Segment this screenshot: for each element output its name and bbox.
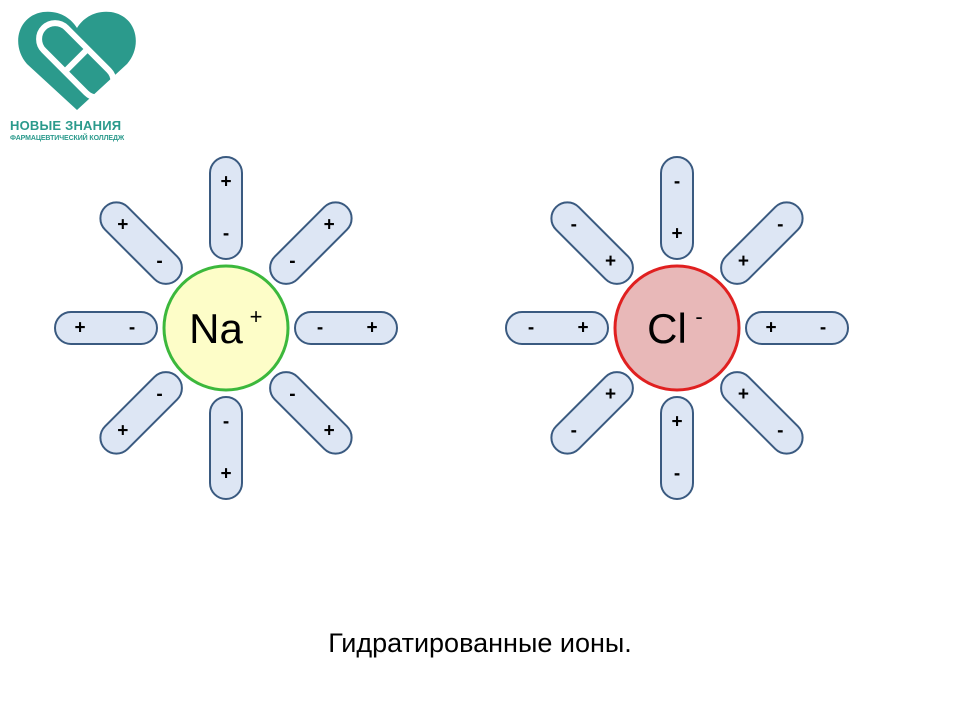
logo-subtitle: ФАРМАЦЕВТИЧЕСКИЙ КОЛЛЕДЖ <box>10 135 125 142</box>
caption: Гидратированные ионы. <box>328 628 632 658</box>
logo: НОВЫЕ ЗНАНИЯ ФАРМАЦЕВТИЧЕСКИЙ КОЛЛЕДЖ <box>10 6 145 146</box>
pill-heart-icon <box>18 11 136 111</box>
dipole-body <box>99 371 183 455</box>
dipole-far-sign: - <box>674 464 680 485</box>
sodium-ion-group: -+-+-+-+-+-+-+-+Na+ <box>54 156 398 500</box>
dipole-far-sign: + <box>117 214 128 235</box>
water-dipole: +- <box>720 201 804 285</box>
dipole-far-sign: - <box>820 318 826 339</box>
water-dipole: -+ <box>269 371 353 455</box>
dipole-far-sign: + <box>220 464 231 485</box>
ion-charge: + <box>250 304 263 329</box>
ion-symbol: Cl <box>647 305 687 352</box>
dipole-near-sign: + <box>738 384 749 405</box>
dipole-near-sign: - <box>129 318 135 339</box>
dipole-near-sign: + <box>605 251 616 272</box>
dipole-body <box>99 201 183 285</box>
dipole-near-sign: - <box>156 251 162 272</box>
dipole-far-sign: + <box>220 172 231 193</box>
water-dipole: -+ <box>209 156 243 260</box>
water-dipole: +- <box>550 201 634 285</box>
dipole-body <box>505 311 609 345</box>
dipole-near-sign: - <box>223 412 229 433</box>
dipole-body <box>209 396 243 500</box>
water-dipole: -+ <box>209 396 243 500</box>
dipole-near-sign: + <box>738 251 749 272</box>
water-dipole: -+ <box>294 311 398 345</box>
dipole-far-sign: + <box>324 421 335 442</box>
dipole-body <box>54 311 158 345</box>
water-dipole: -+ <box>269 201 353 285</box>
dipole-near-sign: + <box>577 318 588 339</box>
dipole-body <box>550 371 634 455</box>
water-dipole: +- <box>550 371 634 455</box>
dipole-far-sign: - <box>777 421 783 442</box>
dipole-body <box>660 156 694 260</box>
dipole-body <box>720 371 804 455</box>
dipole-body <box>209 156 243 260</box>
dipole-near-sign: - <box>223 224 229 245</box>
dipole-far-sign: + <box>117 421 128 442</box>
ion-symbol: Na <box>189 305 243 352</box>
dipole-body <box>720 201 804 285</box>
logo-title: НОВЫЕ ЗНАНИЯ <box>10 118 122 133</box>
dipole-far-sign: - <box>571 421 577 442</box>
ion-charge: - <box>695 304 702 329</box>
dipole-body <box>269 371 353 455</box>
dipole-near-sign: + <box>671 224 682 245</box>
dipole-near-sign: + <box>765 318 776 339</box>
dipole-body <box>269 201 353 285</box>
dipole-near-sign: - <box>317 318 323 339</box>
dipole-far-sign: - <box>777 214 783 235</box>
water-dipole: -+ <box>99 371 183 455</box>
dipole-body <box>294 311 398 345</box>
water-dipole: +- <box>745 311 849 345</box>
dipole-far-sign: + <box>366 318 377 339</box>
dipole-far-sign: - <box>571 214 577 235</box>
dipole-body <box>550 201 634 285</box>
dipole-near-sign: - <box>156 384 162 405</box>
dipole-body <box>660 396 694 500</box>
dipole-near-sign: + <box>605 384 616 405</box>
dipole-body <box>745 311 849 345</box>
dipole-far-sign: + <box>324 214 335 235</box>
water-dipole: +- <box>660 396 694 500</box>
ion-circle <box>162 264 290 392</box>
dipole-near-sign: + <box>671 412 682 433</box>
dipole-far-sign: - <box>674 172 680 193</box>
ion-circle <box>613 264 741 392</box>
water-dipole: +- <box>505 311 609 345</box>
water-dipole: +- <box>660 156 694 260</box>
water-dipole: -+ <box>99 201 183 285</box>
dipole-far-sign: + <box>74 318 85 339</box>
dipole-far-sign: - <box>528 318 534 339</box>
chloride-ion-group: +-+-+-+-+-+-+-+-Cl- <box>505 156 849 500</box>
dipole-near-sign: - <box>289 384 295 405</box>
dipole-near-sign: - <box>289 251 295 272</box>
water-dipole: +- <box>720 371 804 455</box>
water-dipole: -+ <box>54 311 158 345</box>
